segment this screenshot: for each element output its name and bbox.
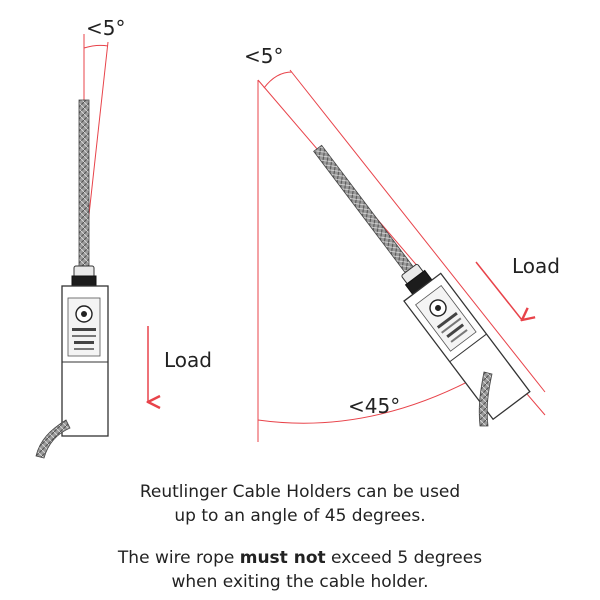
caption-line-2: up to an angle of 45 degrees. xyxy=(174,506,426,526)
caption-line-1: Reutlinger Cable Holders can be used xyxy=(139,482,461,502)
right-trailing-cable xyxy=(478,371,493,427)
right-holder-angle-arc xyxy=(257,371,487,424)
right-load-arrow xyxy=(475,261,522,320)
right-holder-angle-label: <45° xyxy=(348,394,401,418)
right-holder-text-line xyxy=(450,329,468,343)
right-cable-holder xyxy=(403,272,531,421)
right-holder-text-line xyxy=(436,311,458,329)
right-wire-angle-arc xyxy=(263,71,293,89)
diagram-canvas xyxy=(35,34,546,459)
right-holder-text-line xyxy=(446,323,465,338)
left-holder-logo-center xyxy=(81,311,87,317)
right-figure xyxy=(257,69,546,442)
left-holder-text-line xyxy=(72,335,96,337)
left-load-label: Load xyxy=(164,348,212,372)
caption-line-3-post: exceed 5 degrees xyxy=(325,548,483,568)
right-wire-angle-label: <5° xyxy=(244,44,284,68)
right-cable-assembly xyxy=(313,144,531,421)
right-holder-logo-center xyxy=(435,304,442,311)
right-holder-seam xyxy=(449,333,487,363)
left-wire-rope xyxy=(78,99,90,271)
caption-line-3-pre: The wire rope xyxy=(117,548,240,568)
left-trailing-cable xyxy=(35,419,71,459)
left-angle-arc xyxy=(83,44,109,49)
left-collar-band xyxy=(71,275,97,287)
caption-emphasis: must not xyxy=(239,548,326,568)
left-holder-text-line xyxy=(74,348,94,350)
left-holder-text-line xyxy=(74,341,94,344)
right-wire-guide-b xyxy=(289,69,546,393)
left-angle-label: <5° xyxy=(86,16,126,40)
left-holder-text-line xyxy=(72,328,96,331)
left-figure xyxy=(35,34,148,459)
right-load-label: Load xyxy=(512,254,560,278)
right-holder-text-line xyxy=(441,317,462,334)
caption-line-3: The wire rope must not exceed 5 degrees xyxy=(0,546,600,570)
caption-line-4: when exiting the cable holder. xyxy=(171,572,429,592)
